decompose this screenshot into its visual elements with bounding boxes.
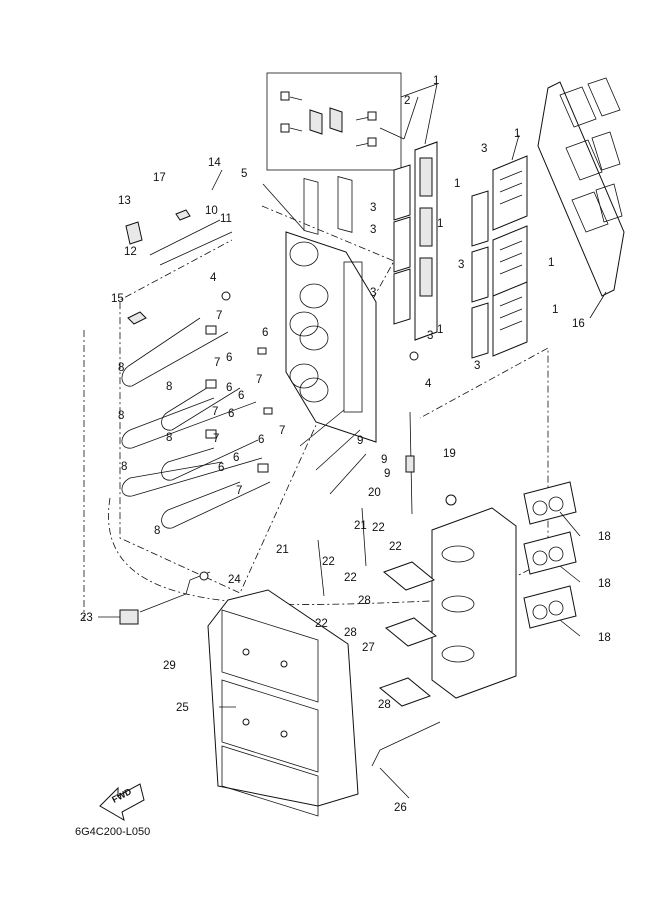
- sensor-cables: [119, 571, 441, 767]
- throttle-bodies: [431, 481, 577, 699]
- callout: 6: [262, 327, 268, 339]
- callout: 12: [124, 246, 137, 258]
- callout: 7: [236, 485, 242, 497]
- callout: 18: [598, 531, 611, 543]
- callout: 6: [238, 390, 244, 402]
- callout: 18: [598, 578, 611, 590]
- callout: 9: [381, 454, 387, 466]
- callout: 22: [344, 572, 357, 584]
- callout: 14: [208, 157, 221, 169]
- callout: 1: [433, 75, 439, 87]
- callout: 28: [358, 595, 371, 607]
- callout: 3: [370, 202, 376, 214]
- callout: 13: [118, 195, 131, 207]
- leader-lines: [98, 83, 607, 799]
- callout: 3: [370, 224, 376, 236]
- callout: 21: [276, 544, 289, 556]
- callout: 7: [256, 374, 262, 386]
- throttle-gaskets: [378, 561, 438, 707]
- callout: 16: [572, 318, 585, 330]
- callout: 21: [354, 520, 367, 532]
- callout: 7: [279, 425, 285, 437]
- callout: 24: [228, 574, 241, 586]
- intake-gasket: [537, 77, 625, 297]
- detail-inset: [266, 72, 402, 235]
- callout: 8: [166, 432, 172, 444]
- callout: 2: [404, 95, 410, 107]
- callout: 3: [458, 259, 464, 271]
- callout: 22: [322, 556, 335, 568]
- intake-silencer: [207, 589, 359, 817]
- callout: 20: [368, 487, 381, 499]
- callout: 22: [372, 522, 385, 534]
- callout: 11: [220, 213, 232, 225]
- intake-manifold: [285, 231, 377, 443]
- callout: 4: [425, 378, 432, 390]
- callout: 27: [362, 642, 375, 654]
- callout: 26: [394, 802, 407, 814]
- hoses: [121, 219, 367, 529]
- assembly-group-outline: [83, 205, 549, 620]
- callout: 25: [176, 702, 189, 714]
- callout: 23: [80, 612, 93, 624]
- callout: 17: [153, 172, 166, 184]
- callout: 10: [205, 205, 218, 217]
- callout: 1: [437, 218, 443, 230]
- callout: 5: [241, 168, 247, 180]
- callout: 1: [552, 304, 558, 316]
- callout: 22: [389, 541, 402, 553]
- callout: 9: [384, 468, 390, 480]
- callout: 3: [474, 360, 480, 372]
- callout: 29: [163, 660, 176, 672]
- link-rods: [317, 411, 457, 597]
- callout: 7: [212, 406, 218, 418]
- callout: 8: [118, 362, 124, 374]
- callout: 8: [121, 461, 127, 473]
- callout: 15: [111, 293, 124, 305]
- callout: 18: [598, 632, 611, 644]
- callout: 8: [166, 381, 172, 393]
- callout: 3: [427, 330, 433, 342]
- callout: 6: [226, 382, 232, 394]
- callout: 1: [437, 324, 443, 336]
- callout: 19: [443, 448, 456, 460]
- callout: 28: [344, 627, 357, 639]
- callout: 8: [154, 525, 160, 537]
- callout: 1: [548, 257, 554, 269]
- callout: 28: [378, 699, 391, 711]
- callout: 6: [228, 408, 234, 420]
- callout: 7: [214, 357, 220, 369]
- callout: 7: [213, 433, 219, 445]
- callout: 6: [258, 434, 264, 446]
- forward-direction-arrow-icon: FWD: [99, 783, 145, 822]
- callout: 9: [357, 435, 363, 447]
- reed-valve-stack-center: [393, 141, 438, 341]
- callout: 4: [210, 272, 217, 284]
- reed-valve-stack-right: [471, 155, 528, 359]
- callout: 7: [216, 310, 222, 322]
- callout: 8: [118, 410, 124, 422]
- callout: 6: [226, 352, 232, 364]
- callout: 3: [481, 143, 487, 155]
- fittings: [125, 209, 419, 473]
- callout: 22: [315, 618, 328, 630]
- callout-labels: 1 2 1 1 1 1 1 1 3 3 3 3 3 3 3 4 4 5 6 6 …: [80, 75, 611, 814]
- callout: 6: [218, 462, 224, 474]
- diagram-code: 6G4C200-L050: [75, 826, 150, 838]
- callout: 1: [454, 178, 460, 190]
- callout: 6: [233, 452, 239, 464]
- callout: 3: [370, 287, 376, 299]
- callout: 1: [514, 128, 520, 140]
